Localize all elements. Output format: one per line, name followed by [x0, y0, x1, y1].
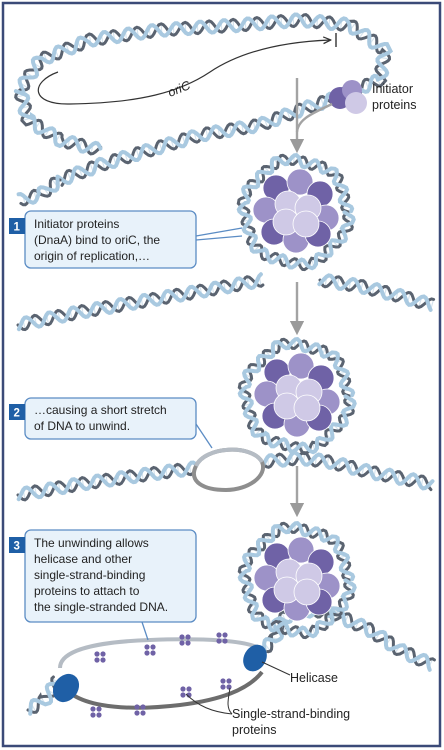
step-1-line-1: Initiator proteins [34, 217, 119, 231]
ssb-protein-icon [134, 704, 146, 716]
ssb-protein-icon [179, 634, 191, 646]
initiator-proteins-icon [329, 80, 367, 114]
ssb-protein-icon [144, 644, 156, 656]
step-2-callout: 2 …causing a short stretch of DNA to unw… [9, 397, 213, 449]
initiator-complex-1-dna-ring [236, 153, 356, 272]
step-3-line-2: helicase and other [34, 552, 132, 566]
dna-row2-left [16, 460, 198, 502]
flow-arrows [289, 78, 333, 518]
step-1-number: 1 [14, 222, 21, 234]
step-3-line-1: The unwinding allows [34, 536, 149, 550]
replication-bubble-large [58, 637, 264, 710]
initiator-complex-1 [236, 153, 356, 272]
oric-arrow [37, 33, 337, 105]
step-1-callout: 1 Initiator proteins (DnaA) bind to oriC… [9, 210, 243, 269]
ssb-protein-icon [94, 651, 106, 663]
step-2-line-2: of DNA to unwind. [34, 419, 130, 433]
initiator-complex-2-dna-ring [237, 337, 357, 456]
ssb-protein-icon [90, 706, 102, 718]
ssb-protein-icon [220, 678, 232, 690]
helicase-right-icon [243, 644, 267, 672]
helicase-label: Helicase [290, 671, 338, 685]
step-1-line-2: (DnaA) bind to oriC, the [34, 233, 160, 247]
initiator-proteins-label-1: Initiator [372, 82, 413, 96]
initiator-complexes [236, 153, 357, 640]
replication-bubble-small [192, 447, 266, 493]
step-3-line-3: single-strand-binding [34, 568, 145, 582]
step-3-badge [9, 537, 25, 553]
dna-row1-right [317, 273, 436, 312]
ssb-protein-icon [216, 632, 228, 644]
step-3-callout: 3 The unwinding allows helicase and othe… [9, 529, 197, 641]
step-3-line-5: the single-stranded DNA. [34, 600, 168, 614]
initiator-complex-3 [237, 521, 357, 640]
initiator-complex-3-dna-ring [237, 521, 357, 640]
label-pointers [185, 661, 291, 715]
step-2-badge [9, 404, 25, 420]
step-2-number: 2 [14, 408, 20, 420]
dna-top-loop [17, 12, 394, 187]
ssb-label-1: Single-strand-binding [232, 707, 350, 721]
ssb-label-2: proteins [232, 723, 276, 737]
dna-row1-left [16, 272, 265, 332]
dna-top-left [13, 88, 103, 156]
step-1-line-3: origin of replication,… [34, 249, 150, 263]
dna-row3-right [326, 607, 436, 672]
step-3-number: 3 [14, 541, 20, 553]
step-3-line-4: proteins to attach to [34, 584, 140, 598]
helicase-left-icon [52, 673, 80, 703]
initiator-proteins-label-2: proteins [372, 98, 416, 112]
initiator-complex-2 [237, 337, 357, 456]
dna-top-tail [16, 174, 62, 207]
step-2-line-1: …causing a short stretch [34, 403, 167, 417]
dna-row2-right [260, 450, 435, 492]
step-1-badge [9, 218, 25, 234]
